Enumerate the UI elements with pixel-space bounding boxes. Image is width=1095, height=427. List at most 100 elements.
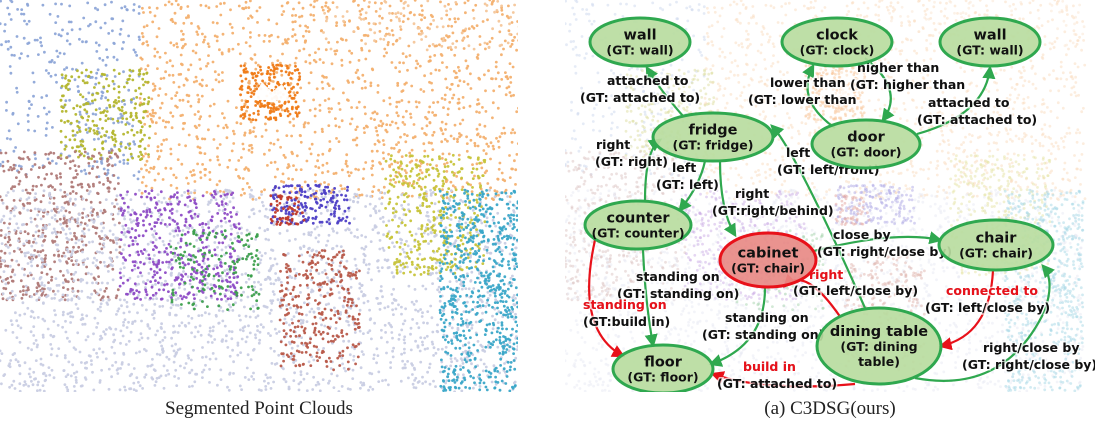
edge-label-halo: (GT: right) <box>595 154 668 169</box>
edge-label-halo: right <box>809 267 843 282</box>
edge-label-halo: left <box>786 145 810 160</box>
edge-label-halo: connected to <box>946 283 1038 298</box>
edge-label-halo: (GT: left/close by) <box>793 283 918 298</box>
edge-predicted-label: attached to <box>928 95 1010 110</box>
edge-gt-label: (GT:build in) <box>583 314 670 329</box>
edge-clock-door <box>864 57 895 123</box>
edge-gt-label: (GT: right/close by) <box>962 357 1095 372</box>
edge-gt-label: (GT: right/close by) <box>817 244 952 259</box>
edge-gt-label: (GT: standing on) <box>617 286 739 301</box>
node-wall1: wall(GT: wall) <box>588 16 692 68</box>
edge-predicted-label: higher than <box>857 60 939 75</box>
edge-predicted-label: build in <box>743 359 796 374</box>
edge-predicted-label: lower than <box>770 75 846 90</box>
edge-gt-label: (GT: standing on) <box>702 327 824 342</box>
right-caption: (a) C3DSG(ours) <box>764 398 896 419</box>
node-chair: chair(GT: chair) <box>937 218 1055 272</box>
edge-gt-label: (GT: attached to) <box>580 90 700 105</box>
edge-chair-table <box>938 269 995 351</box>
node-cabinet: cabinet(GT: chair) <box>718 231 818 289</box>
node-name: counter <box>606 211 670 227</box>
edge-label-halo: (GT: standing on) <box>617 286 739 301</box>
edge-counter-floor <box>641 248 658 348</box>
node-ellipse <box>938 16 1042 68</box>
edge-predicted-label: standing on <box>636 269 720 284</box>
node-name: door <box>847 130 885 146</box>
edge-label-halo: (GT: attached to) <box>917 112 1037 127</box>
node-gt-label: (GT: clock) <box>800 43 875 58</box>
edge-label-halo: (GT: higher than <box>850 77 965 92</box>
node-counter: counter(GT: counter) <box>583 199 693 251</box>
edge-gt-label: (GT: lower than <box>748 92 857 107</box>
node-ellipse <box>810 118 922 170</box>
node-name: wall <box>623 28 656 44</box>
edge-label-halo: (GT: right/close by) <box>817 244 952 259</box>
edge-label-halo: attached to <box>607 73 689 88</box>
edge-label-halo: (GT: standing on) <box>702 327 824 342</box>
edge-cabinet-chair <box>809 231 943 254</box>
node-ellipse <box>718 231 818 289</box>
edge-predicted-label: right <box>596 137 630 152</box>
node-ellipse <box>815 306 943 386</box>
edge-label-halo: standing on <box>583 297 667 312</box>
node-name: dining table <box>830 324 928 340</box>
node-name: chair <box>976 231 1018 247</box>
node-name: clock <box>816 28 858 44</box>
edge-table-fridge <box>770 124 867 309</box>
node-gt-label: (GT: chair) <box>959 246 1033 261</box>
edge-label-halo: (GT: left/close by) <box>925 300 1050 315</box>
edge-predicted-label: connected to <box>946 283 1038 298</box>
edge-label-halo: standing on <box>636 269 720 284</box>
edge-label-halo: right <box>735 186 769 201</box>
edge-predicted-label: attached to <box>607 73 689 88</box>
edge-label-halo: standing on <box>725 310 809 325</box>
edge-table-chair <box>914 263 1055 382</box>
node-ellipse <box>588 16 692 68</box>
segmented-point-cloud-panel <box>0 0 518 392</box>
node-gt-label: (GT: door) <box>831 145 902 160</box>
graph-edge-labels: attached to attached to (GT: attached to) (… <box>579 59 1095 393</box>
left-caption: Segmented Point Clouds <box>165 398 353 419</box>
node-name: cabinet <box>738 246 799 262</box>
edge-label-halo: attached to <box>928 95 1010 110</box>
edge-fridge-wall1 <box>645 65 684 117</box>
edge-label-halo: (GT: right/close by) <box>962 357 1095 372</box>
edge-counter-floor-red <box>588 239 626 358</box>
edge-gt-label: (GT: attached to) <box>917 112 1037 127</box>
node-gt-label: (GT: wall) <box>606 43 673 58</box>
edge-label-halo: close by <box>833 227 891 242</box>
edge-label-halo: lower than <box>770 75 846 90</box>
edge-predicted-label: left <box>672 160 696 175</box>
node-gt-label: table) <box>858 354 900 369</box>
scene-graph-panel: attached to attached to (GT: attached to) (… <box>565 0 1095 392</box>
node-ellipse <box>651 111 775 163</box>
edge-cabinet-floor <box>708 287 767 367</box>
node-gt-label: (GT: wall) <box>956 43 1023 58</box>
node-door: door(GT: door) <box>810 118 922 170</box>
node-name: wall <box>973 28 1006 44</box>
edge-gt-label: (GT: right) <box>595 154 668 169</box>
edge-predicted-label: close by <box>833 227 891 242</box>
edge-fridge-cabinet <box>718 160 737 238</box>
point-cloud-image <box>0 0 518 392</box>
edge-label-halo: higher than <box>857 60 939 75</box>
edge-predicted-label: left <box>786 145 810 160</box>
scene-graph-diagram: attached to attached to (GT: attached to) (… <box>565 0 1095 392</box>
graph-nodes: wall(GT: wall)clock(GT: clock)wall(GT: w… <box>583 16 1055 392</box>
edge-gt-label: (GT: higher than <box>850 77 965 92</box>
node-ellipse <box>937 218 1055 272</box>
edge-predicted-label: standing on <box>583 297 667 312</box>
edge-door-clock <box>802 63 836 129</box>
node-fridge: fridge(GT: fridge) <box>651 111 775 163</box>
edge-predicted-label: right <box>809 267 843 282</box>
edge-label-halo: (GT: lower than <box>748 92 857 107</box>
node-ellipse <box>583 199 693 251</box>
edge-label-halo: left <box>672 160 696 175</box>
edge-door-wall2 <box>916 65 996 136</box>
node-floor: floor(GT: floor) <box>611 343 715 392</box>
edge-label-halo: build in <box>743 359 796 374</box>
edge-predicted-label: standing on <box>725 310 809 325</box>
node-gt-label: (GT: fridge) <box>673 138 754 153</box>
edge-label-halo: (GT: attached to) <box>580 90 700 105</box>
